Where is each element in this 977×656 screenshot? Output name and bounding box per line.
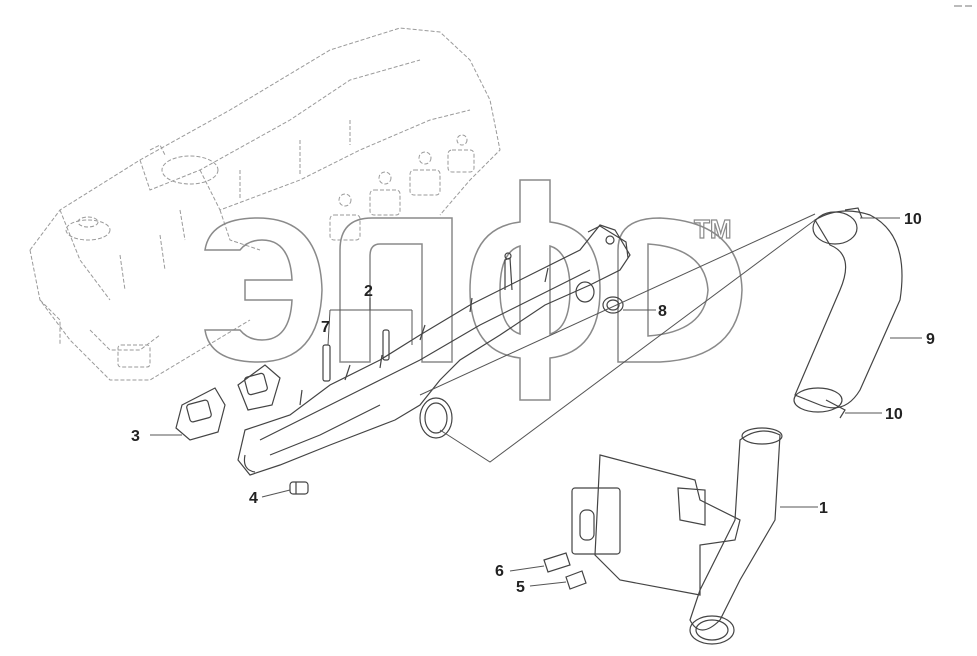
gasket-part: [175, 364, 281, 441]
callout-9: 9: [926, 331, 935, 348]
callout-7: 7: [321, 319, 330, 336]
trademark-mark: TM: [694, 214, 732, 244]
watermark-logo: [204, 179, 743, 401]
leader-lines: [150, 213, 922, 587]
plug-part: [602, 296, 624, 314]
callout-1: 1: [819, 500, 828, 517]
bolt-part-4: [289, 481, 309, 495]
callout-5: 5: [516, 579, 525, 596]
stud-part: [322, 329, 390, 382]
bracket-pipe-part: [571, 427, 783, 645]
callout-labels: 1 2 3 4 5 6 7 8 9 10 10: [131, 211, 935, 596]
callout-6: 6: [495, 563, 504, 580]
exhaust-manifold: [237, 224, 631, 476]
callout-4: 4: [249, 490, 258, 507]
callout-10-bottom: 10: [885, 406, 903, 423]
hose-part: [793, 207, 903, 419]
engine-block: [29, 27, 501, 381]
callout-3: 3: [131, 428, 140, 445]
callout-10-top: 10: [904, 211, 922, 228]
bolt-part-5-6: [543, 552, 587, 590]
callout-2: 2: [364, 283, 373, 300]
callout-8: 8: [658, 303, 667, 320]
